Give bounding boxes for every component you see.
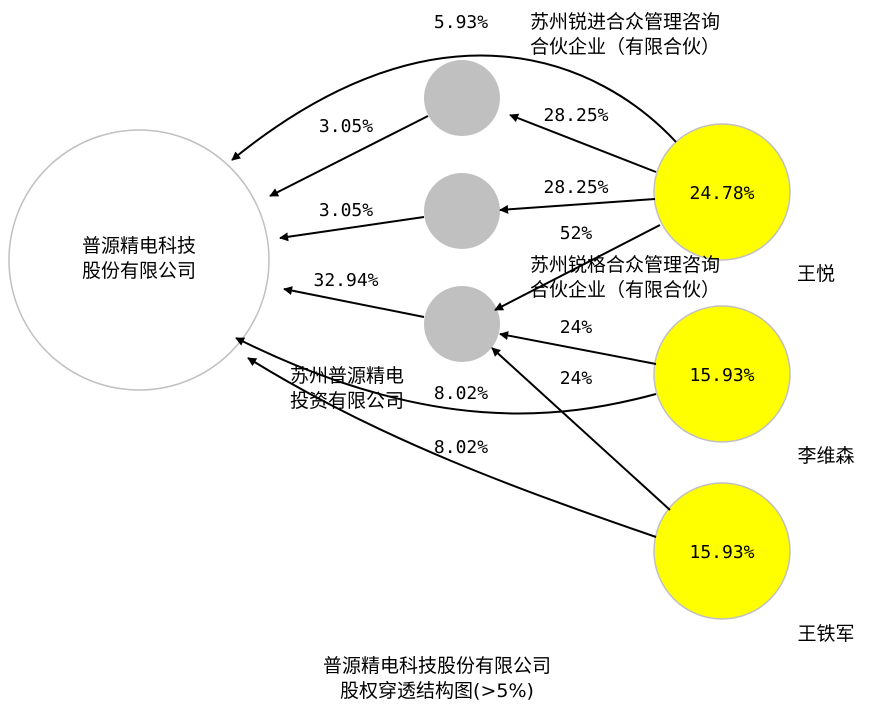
- edge-label: 28.25%: [543, 105, 608, 126]
- edge-label: 52%: [560, 223, 593, 244]
- edge-label: 3.05%: [319, 116, 373, 137]
- edge-label: 32.94%: [313, 270, 378, 291]
- holding-ruige-node[interactable]: [424, 173, 500, 249]
- person-wangyue-node[interactable]: [653, 123, 791, 261]
- person-liweisen-name: 李维森: [797, 445, 854, 467]
- edge-wangyue-ruijin: [509, 113, 657, 173]
- target-company-node[interactable]: [8, 129, 270, 391]
- person-liweisen-share: 15.93%: [689, 365, 754, 386]
- holding-puyuan-label-2: 投资有限公司: [290, 390, 404, 412]
- edge-ruijin-target: [269, 115, 429, 197]
- holding-puyuan-node[interactable]: [424, 286, 500, 362]
- edge-label: 8.02%: [434, 437, 488, 458]
- person-liweisen-node[interactable]: [653, 305, 791, 443]
- holding-ruige-label-2: 合伙企业（有限合伙）: [530, 279, 720, 301]
- target-company-label-1: 普源精电科技: [82, 235, 196, 257]
- person-wangtiejun-name: 王铁军: [797, 623, 854, 645]
- holding-ruijin-label-2: 合伙企业（有限合伙）: [530, 36, 720, 58]
- person-wangtiejun-share: 15.93%: [689, 542, 754, 563]
- holding-puyuan-label-1: 苏州普源精电: [290, 365, 404, 387]
- edge-puyuan-target: [283, 286, 425, 318]
- holding-ruijin-node[interactable]: [424, 60, 500, 136]
- edge-label: 5.93%: [434, 12, 488, 33]
- edge-label: 8.02%: [434, 383, 488, 404]
- edge-liweisen-target: [235, 337, 657, 415]
- holding-ruige-label-1: 苏州锐格合众管理咨询: [530, 254, 720, 276]
- edge-label: 24%: [560, 368, 593, 389]
- edge-label: 3.05%: [319, 200, 373, 221]
- edge-label: 28.25%: [543, 177, 608, 198]
- person-wangtiejun-node[interactable]: [653, 482, 791, 620]
- edge-ruige-target: [279, 216, 425, 242]
- edge-wangyue-ruige: [499, 198, 656, 214]
- edge-wangtiejun-target: [247, 357, 657, 538]
- diagram-title-2: 股权穿透结构图(>5%): [340, 680, 534, 702]
- diagram-title-1: 普源精电科技股份有限公司: [323, 655, 551, 677]
- person-wangyue-share: 24.78%: [689, 183, 754, 204]
- target-company-label-2: 股份有限公司: [82, 260, 196, 282]
- edge-wangyue-puyuan: [494, 224, 661, 311]
- edge-wangtiejun-puyuan: [491, 347, 671, 511]
- person-wangyue-name: 王悦: [797, 263, 835, 285]
- edge-liweisen-puyuan: [499, 331, 657, 365]
- edge-label: 24%: [560, 317, 593, 338]
- edge-wangyue-target: [231, 54, 677, 161]
- holding-ruijin-label-1: 苏州锐进合众管理咨询: [530, 11, 720, 33]
